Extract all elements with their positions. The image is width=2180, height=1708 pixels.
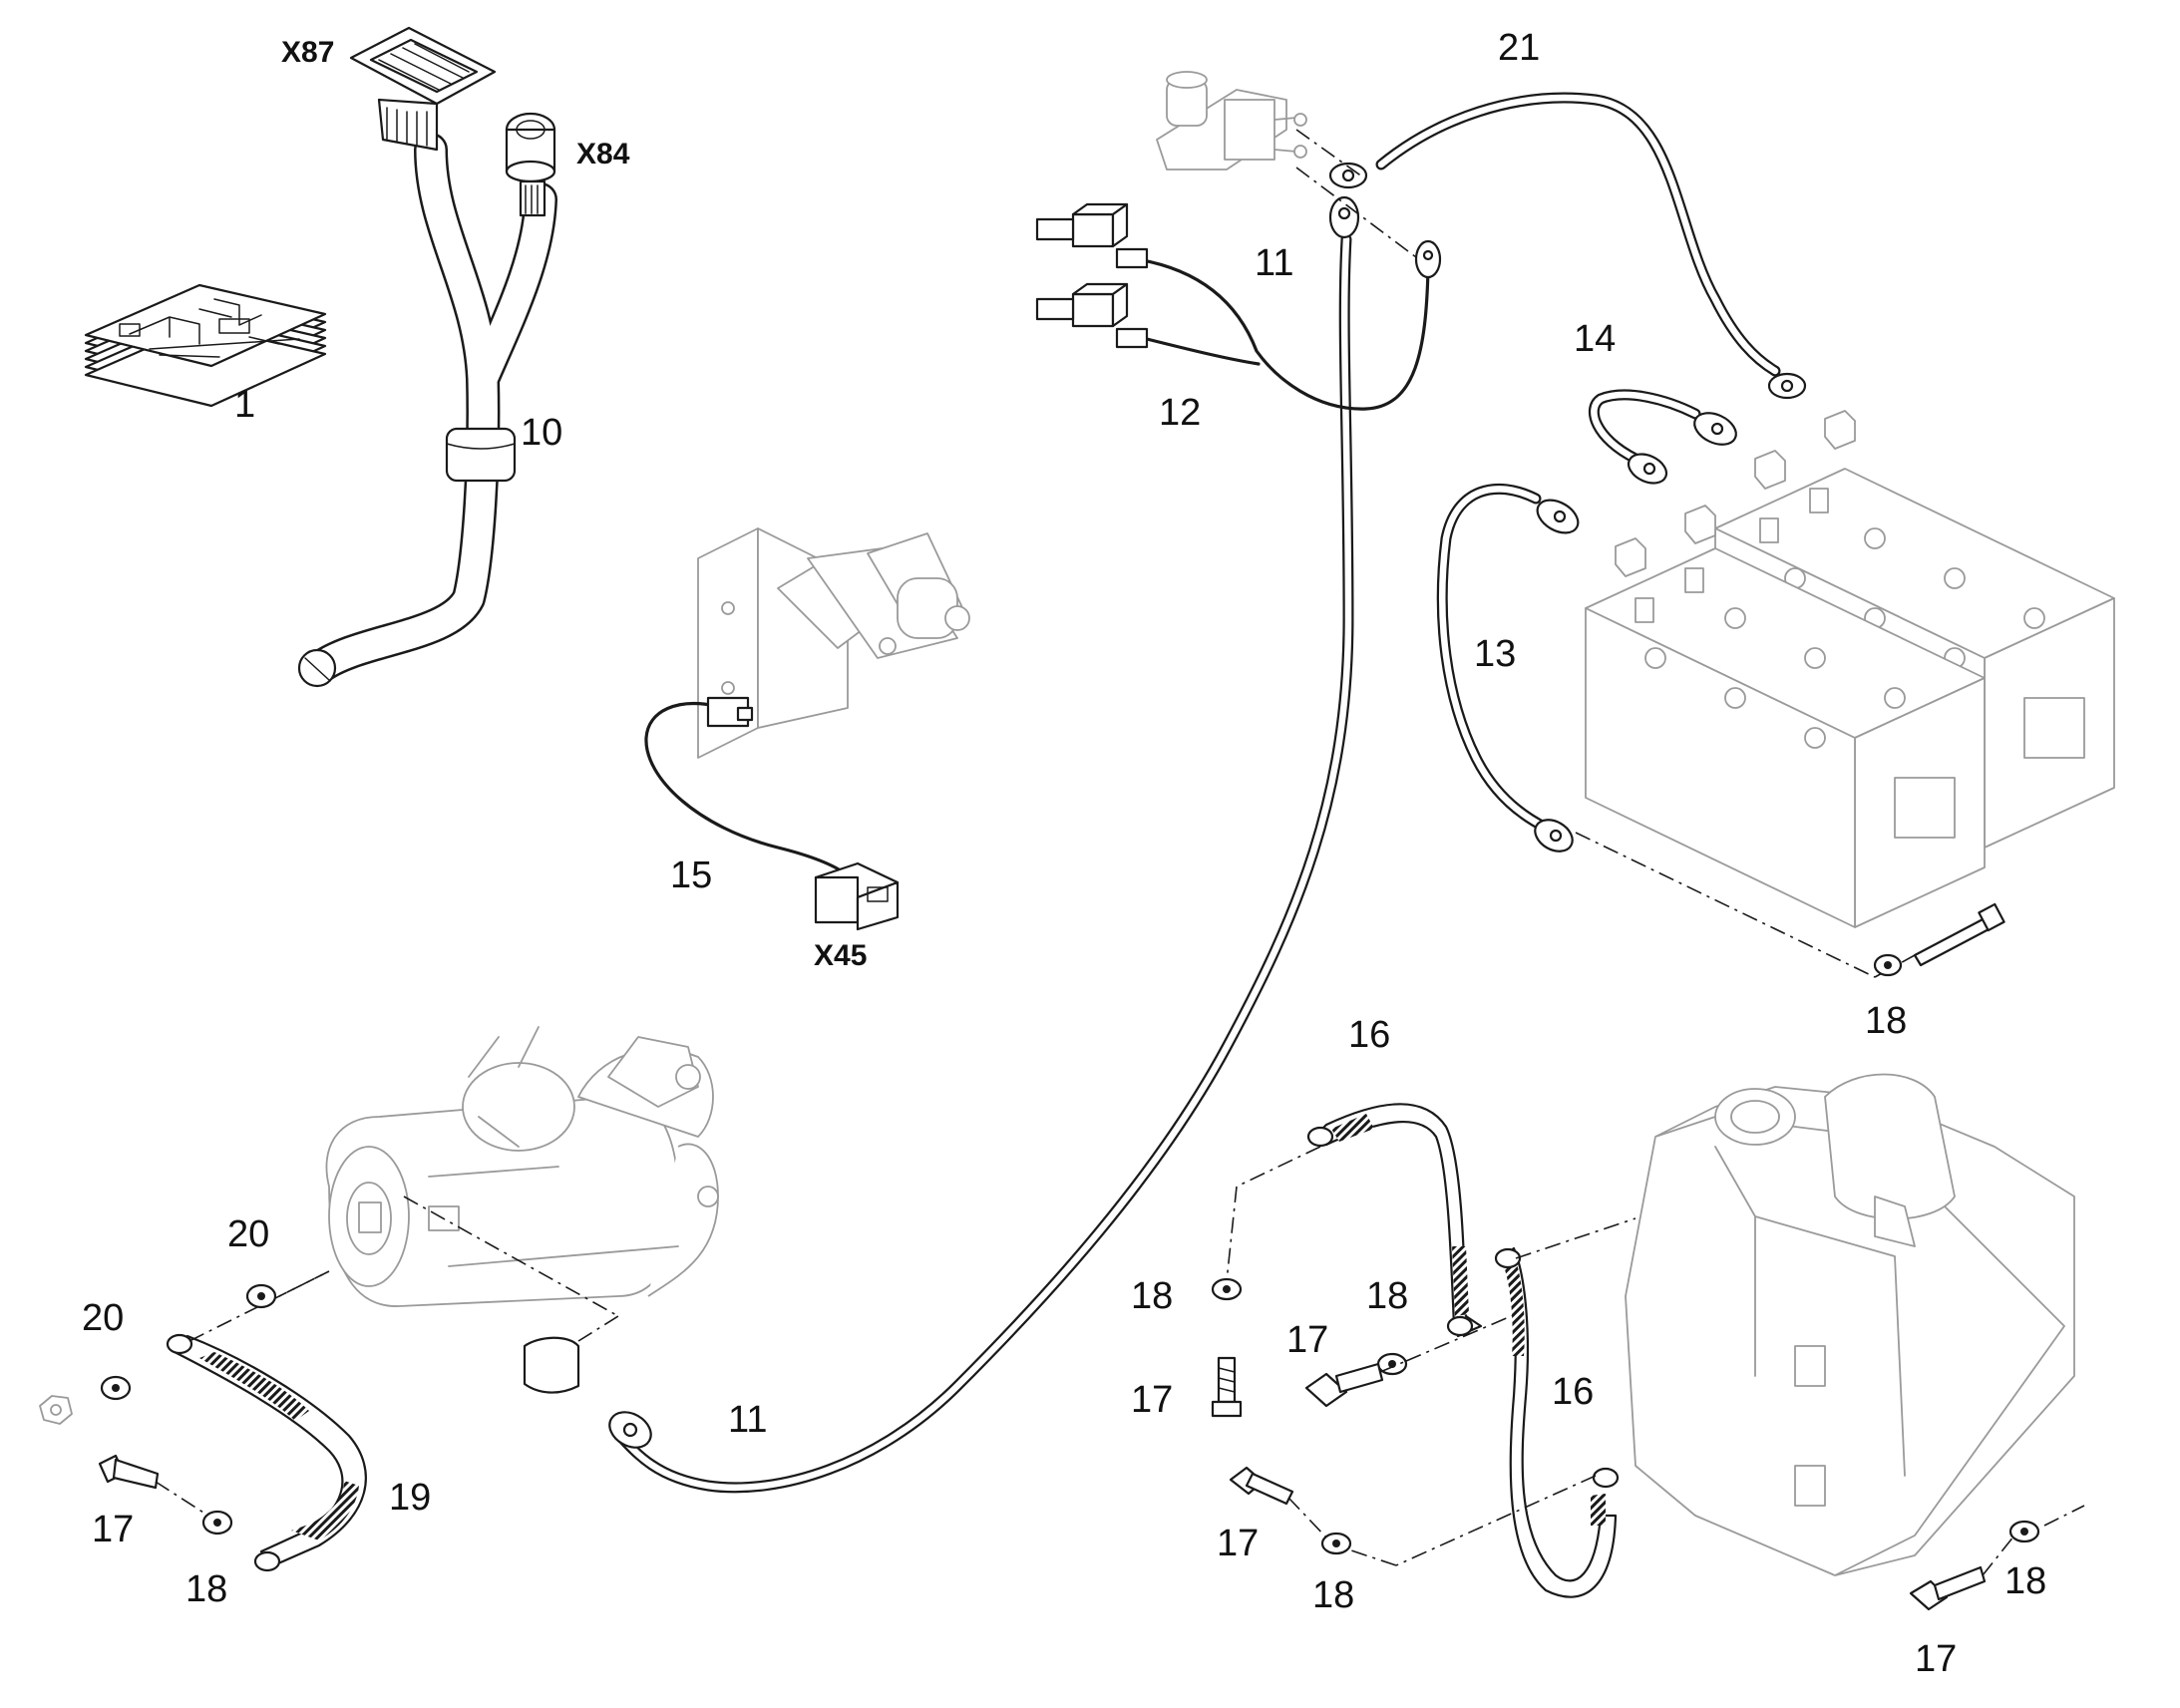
callout-18-tank-mid: 18: [1366, 1275, 1408, 1317]
callout-20-upper: 20: [227, 1213, 269, 1255]
connector-label-x87: X87: [281, 36, 334, 69]
battery-cable-11: [523, 167, 1417, 1494]
battery-cable-21: [1295, 92, 1807, 400]
callout-18-starter: 18: [185, 1568, 227, 1610]
callout-12: 12: [1159, 392, 1201, 434]
cable-harness: [297, 26, 557, 688]
callout-1: 1: [234, 384, 255, 426]
battery-terminals: [1615, 410, 1856, 577]
callout-21: 21: [1498, 27, 1540, 69]
callout-19: 19: [389, 1477, 431, 1519]
connector-label-x84: X84: [576, 138, 630, 171]
callout-17-tank-low: 17: [1217, 1523, 1259, 1564]
fuel-tank: [1625, 1073, 2075, 1576]
callout-20-lower: 20: [82, 1297, 124, 1339]
callout-13: 13: [1474, 633, 1516, 675]
callout-14: 14: [1574, 318, 1616, 360]
callout-11-bottom: 11: [728, 1399, 767, 1441]
callout-18-battery: 18: [1865, 1000, 1907, 1042]
callout-15: 15: [670, 854, 712, 896]
wiring-diagram-booklet: [84, 283, 327, 408]
ground-strap-16-lower: [1335, 1217, 1636, 1598]
callout-11-top: 11: [1255, 242, 1293, 284]
callout-10: 10: [521, 412, 562, 454]
tank-hardware: [1211, 1277, 2085, 1611]
callout-labels: 1 10 21 11 12 14 13 15 18 16 11 20 20 19…: [82, 27, 2046, 1680]
bracket-cable-15: [644, 527, 970, 931]
batteries: [1585, 468, 2115, 928]
starter-motor: [325, 1026, 719, 1307]
battery-bolt: [1873, 902, 2005, 977]
ground-strap-16-upper: [1226, 1103, 1483, 1338]
callout-16-bottom: 16: [1552, 1371, 1594, 1413]
callout-18-tank-left: 18: [1131, 1275, 1173, 1317]
callout-18-tank-low: 18: [1312, 1574, 1354, 1616]
callout-17-tank-mid: 17: [1286, 1319, 1328, 1361]
callout-17-tank-right: 17: [1915, 1638, 1957, 1680]
battery-switch: [1156, 71, 1307, 171]
ground-strap-19: [166, 1270, 367, 1572]
callout-16-top: 16: [1348, 1014, 1390, 1056]
battery-cable-14: [1588, 389, 1737, 485]
callout-18-tank-right: 18: [2004, 1560, 2046, 1602]
battery-cable-13: [1436, 483, 1916, 978]
callout-17-starter: 17: [92, 1509, 134, 1550]
connector-label-x45: X45: [814, 939, 867, 972]
starter-hardware: [39, 1283, 277, 1536]
callout-17-tank-left: 17: [1131, 1379, 1173, 1421]
y-cable-12: [1035, 202, 1442, 411]
